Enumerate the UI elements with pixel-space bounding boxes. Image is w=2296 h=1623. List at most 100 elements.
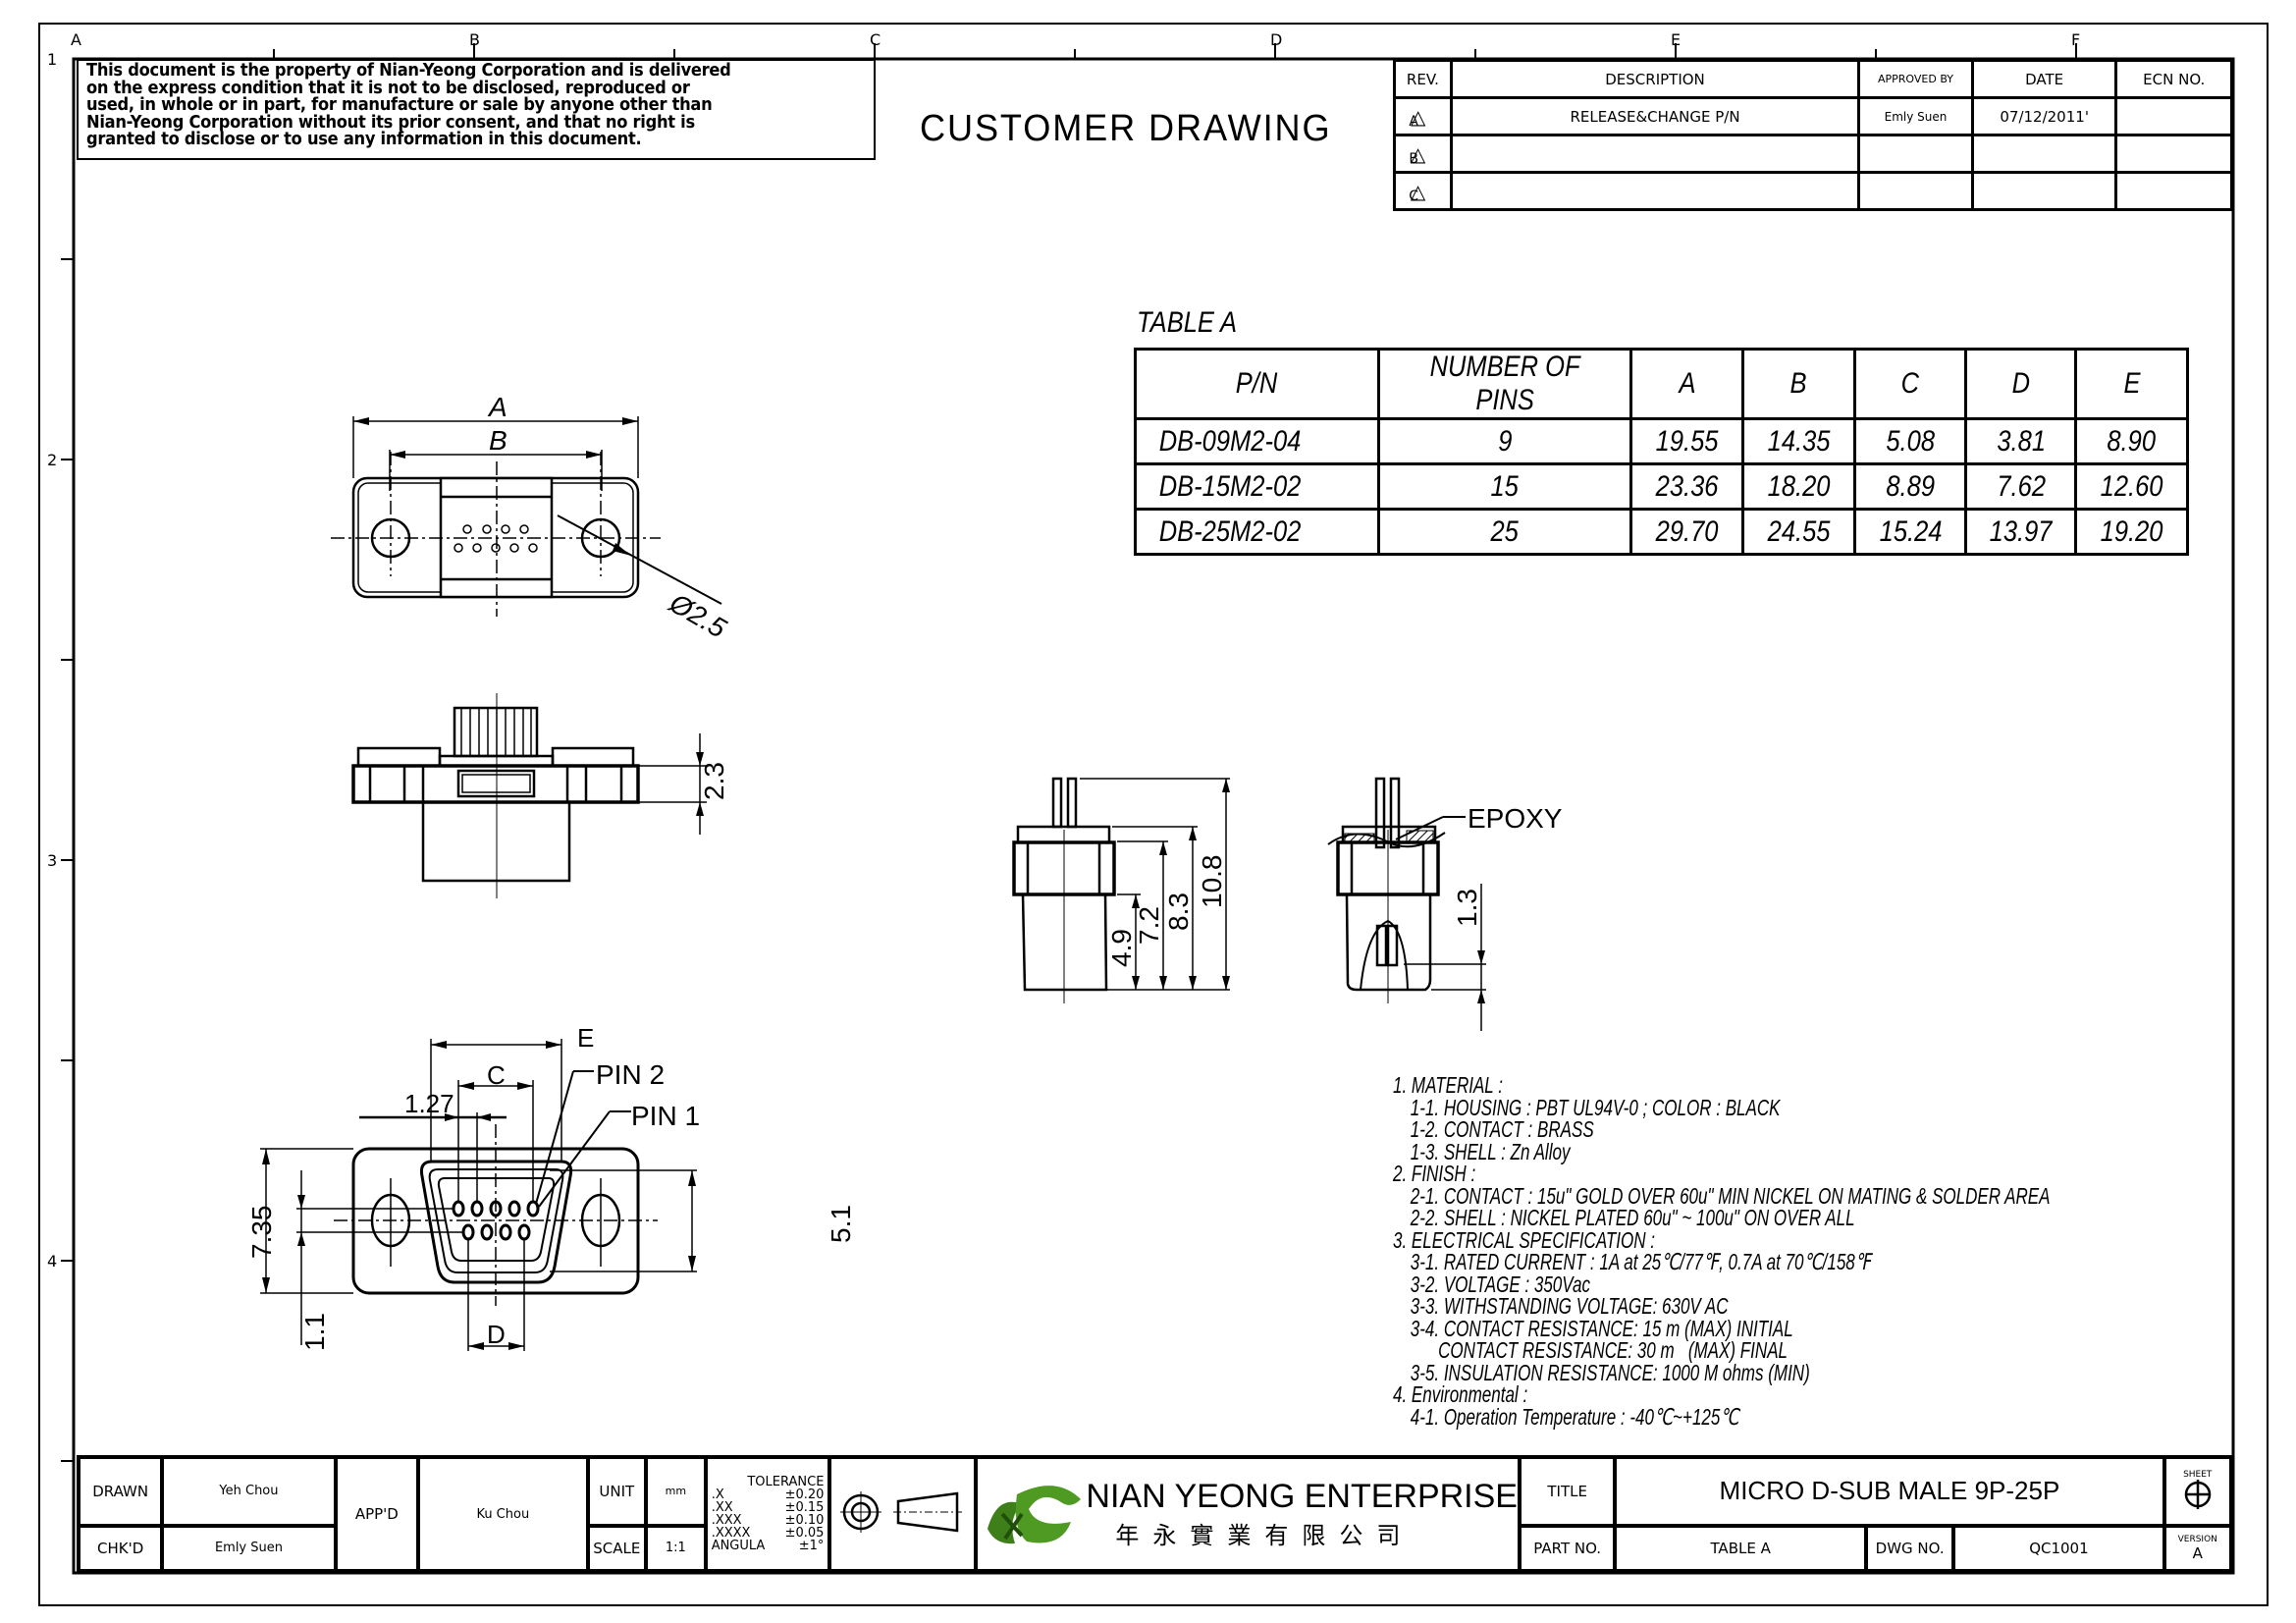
part-number: TABLE A bbox=[1613, 1523, 1868, 1574]
notice-line: on the express condition that it is not … bbox=[86, 78, 690, 98]
rev-approved-by: Emly Suen bbox=[1857, 96, 1974, 136]
rev-ecn bbox=[2114, 171, 2233, 211]
cell-e: 19.20 bbox=[2100, 514, 2163, 548]
pin2-callout: PIN 2 bbox=[596, 1059, 665, 1090]
note-item: 1-1. HOUSING : PBT UL94V-0 ; COLOR : BLA… bbox=[1410, 1094, 1781, 1120]
version-label: VERSION bbox=[2177, 1534, 2217, 1544]
col-a: A bbox=[1629, 348, 1744, 420]
top-view: A B Ø2.5 bbox=[331, 392, 731, 644]
note-heading: 3. ELECTRICAL SPECIFICATION : bbox=[1393, 1226, 1656, 1253]
cell-a: 23.36 bbox=[1655, 469, 1719, 503]
part-number-label: PART NO. bbox=[1517, 1523, 1618, 1574]
note-heading: 1. MATERIAL : bbox=[1393, 1072, 1503, 1098]
note-item: 3-4. CONTACT RESISTANCE: 15 m (MAX) INIT… bbox=[1410, 1315, 1793, 1341]
rev-ecn bbox=[2114, 134, 2233, 174]
cell-d: 13.97 bbox=[1989, 514, 2053, 548]
zone-row-3: 3 bbox=[47, 851, 57, 870]
specification-notes: 1. MATERIAL : 1-1. HOUSING : PBT UL94V-0… bbox=[1393, 1074, 2051, 1428]
dim-label-pitch: 1.27 bbox=[404, 1089, 454, 1118]
revision-table: REV. DESCRIPTION APPROVED BY DATE ECN NO… bbox=[1393, 59, 2233, 211]
rev-description bbox=[1449, 134, 1861, 174]
zone-col-b: B bbox=[469, 30, 480, 49]
dim-label-total-height: 7.35 bbox=[246, 1206, 277, 1260]
zone-row-4: 4 bbox=[47, 1252, 57, 1271]
rev-approved-by bbox=[1857, 134, 1974, 174]
cell-pn: DB-09M2-04 bbox=[1158, 424, 1302, 458]
zone-row-1: 1 bbox=[47, 50, 57, 69]
notice-line: This document is the property of Nian-Ye… bbox=[86, 61, 731, 81]
company-block: NIAN YEONG ENTERPRISE 年永實業有限公司 bbox=[974, 1455, 1522, 1573]
note-item: 3-2. VOLTAGE : 350Vac bbox=[1410, 1271, 1590, 1297]
note-item: CONTACT RESISTANCE: 30 m (MAX) FINAL bbox=[1410, 1337, 1789, 1363]
note-heading: 4. Environmental : bbox=[1393, 1381, 1528, 1407]
tolerance-block: TOLERANCE .X±0.20 .XX±0.15 .XXX±0.10 .XX… bbox=[703, 1455, 832, 1573]
tolerance-key: .X bbox=[711, 1488, 724, 1502]
unit-value: mm bbox=[644, 1455, 708, 1528]
approved-label: APP'D bbox=[333, 1455, 421, 1573]
col-e: E bbox=[2074, 348, 2189, 420]
zone-col-a: A bbox=[71, 30, 81, 49]
col-c: C bbox=[1852, 348, 1968, 420]
dim-label-8-3: 8.3 bbox=[1163, 893, 1194, 931]
notice-line: granted to disclose or to use any inform… bbox=[86, 130, 642, 149]
rev-description bbox=[1449, 171, 1861, 211]
outer-border bbox=[38, 23, 2269, 1606]
cell-c: 15.24 bbox=[1879, 514, 1942, 548]
company-name-chinese: 年永實業有限公司 bbox=[1115, 1522, 1415, 1549]
rev-date: 07/12/2011' bbox=[1970, 96, 2118, 136]
drawing-title: MICRO D-SUB MALE 9P-25P bbox=[1613, 1455, 2166, 1528]
side-view-front: 2.3 bbox=[351, 693, 729, 898]
inner-border bbox=[72, 57, 2235, 1575]
tolerance-key: .XXXX bbox=[711, 1526, 751, 1541]
sheet-crosshair-icon bbox=[2184, 1479, 2211, 1509]
table-a-title: TABLE A bbox=[1137, 306, 1238, 339]
tolerance-value: ±0.05 bbox=[784, 1526, 825, 1541]
note-item: 2-1. CONTACT : 15u" GOLD OVER 60u" MIN N… bbox=[1410, 1182, 2051, 1209]
cell-b: 24.55 bbox=[1767, 514, 1831, 548]
title-label: TITLE bbox=[1517, 1455, 1618, 1528]
header-rev: REV. bbox=[1393, 59, 1453, 99]
cell-pn: DB-25M2-02 bbox=[1158, 514, 1302, 548]
company-logo-icon bbox=[988, 1486, 1082, 1544]
dim-label-4-9: 4.9 bbox=[1106, 929, 1137, 967]
third-angle-projection-icon bbox=[839, 1491, 962, 1533]
col-pins: NUMBER OF PINS bbox=[1376, 348, 1633, 420]
cell-c: 5.08 bbox=[1886, 424, 1935, 458]
cell-e: 8.90 bbox=[2107, 424, 2157, 458]
cell-b: 14.35 bbox=[1767, 424, 1831, 458]
cell-pins: 25 bbox=[1490, 514, 1520, 548]
rev-date bbox=[1970, 171, 2118, 211]
cell-pins: 9 bbox=[1497, 424, 1513, 458]
note-item: 3-1. RATED CURRENT : 1A at 25℃/77℉, 0.7A… bbox=[1410, 1249, 1871, 1274]
cell-e: 12.60 bbox=[2100, 469, 2163, 503]
scale-label: SCALE bbox=[585, 1523, 649, 1574]
epoxy-callout: EPOXY bbox=[1468, 803, 1563, 834]
dim-label-e: E bbox=[577, 1023, 594, 1053]
dim-label-c: C bbox=[487, 1060, 506, 1090]
cell-pn: DB-15M2-02 bbox=[1158, 469, 1302, 503]
scale-value: 1:1 bbox=[644, 1523, 708, 1574]
rev-triangle-b: △B bbox=[1393, 134, 1453, 174]
zone-row-2: 2 bbox=[47, 451, 57, 469]
table-row: DB-09M2-04 9 19.55 14.35 5.08 3.81 8.90 bbox=[1134, 417, 2189, 465]
cell-a: 29.70 bbox=[1655, 514, 1719, 548]
rev-triangle-c: △C bbox=[1393, 171, 1453, 211]
col-b: B bbox=[1740, 348, 1856, 420]
dwg-number-label: DWG NO. bbox=[1863, 1523, 1956, 1574]
drawn-by: Yeh Chou bbox=[160, 1455, 338, 1528]
sheet-label: SHEET bbox=[2183, 1469, 2213, 1480]
tolerance-value: ±1° bbox=[798, 1539, 825, 1553]
zone-col-d: D bbox=[1270, 30, 1282, 49]
cell-d: 3.81 bbox=[1996, 424, 2046, 458]
tolerance-value: ±0.15 bbox=[784, 1500, 825, 1515]
rev-date bbox=[1970, 134, 2118, 174]
dim-label-hole-diameter: Ø2.5 bbox=[664, 587, 731, 644]
table-a-header: P/N NUMBER OF PINS A B C D E bbox=[1134, 348, 2189, 420]
confidentiality-notice: This document is the property of Nian-Ye… bbox=[77, 59, 876, 160]
cell-c: 8.89 bbox=[1886, 469, 1935, 503]
tolerance-title: TOLERANCE bbox=[747, 1475, 825, 1489]
rev-ecn bbox=[2114, 96, 2233, 136]
note-item: 4-1. Operation Temperature : -40℃~+125℃ bbox=[1410, 1403, 1739, 1430]
